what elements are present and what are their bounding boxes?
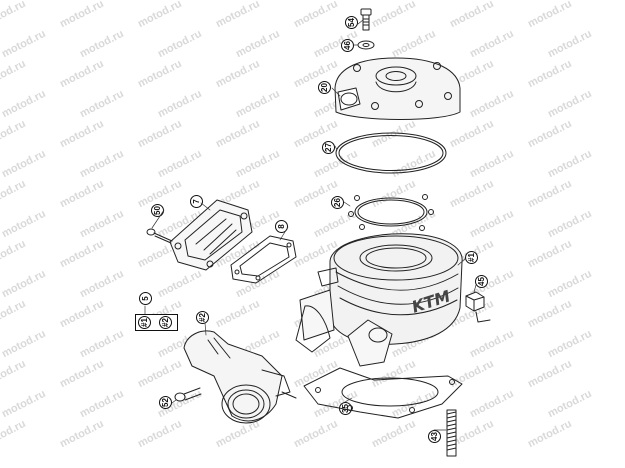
gasket-8	[230, 235, 297, 284]
cylinder-head-20	[334, 57, 461, 120]
screw-50	[146, 228, 173, 244]
cylinder-assembly-1: KTM	[295, 233, 463, 367]
o-ring-27	[335, 132, 447, 174]
nut-45	[465, 291, 491, 323]
washer-46	[357, 40, 375, 50]
screw-52	[174, 387, 202, 402]
reed-valve-7	[169, 199, 253, 271]
stud-43	[446, 409, 457, 457]
bolt-54	[360, 8, 372, 31]
base-gasket-35	[303, 367, 463, 419]
gasket-26	[348, 194, 434, 231]
leader-lines	[144, 19, 477, 431]
intake-manifold-2	[183, 330, 297, 424]
